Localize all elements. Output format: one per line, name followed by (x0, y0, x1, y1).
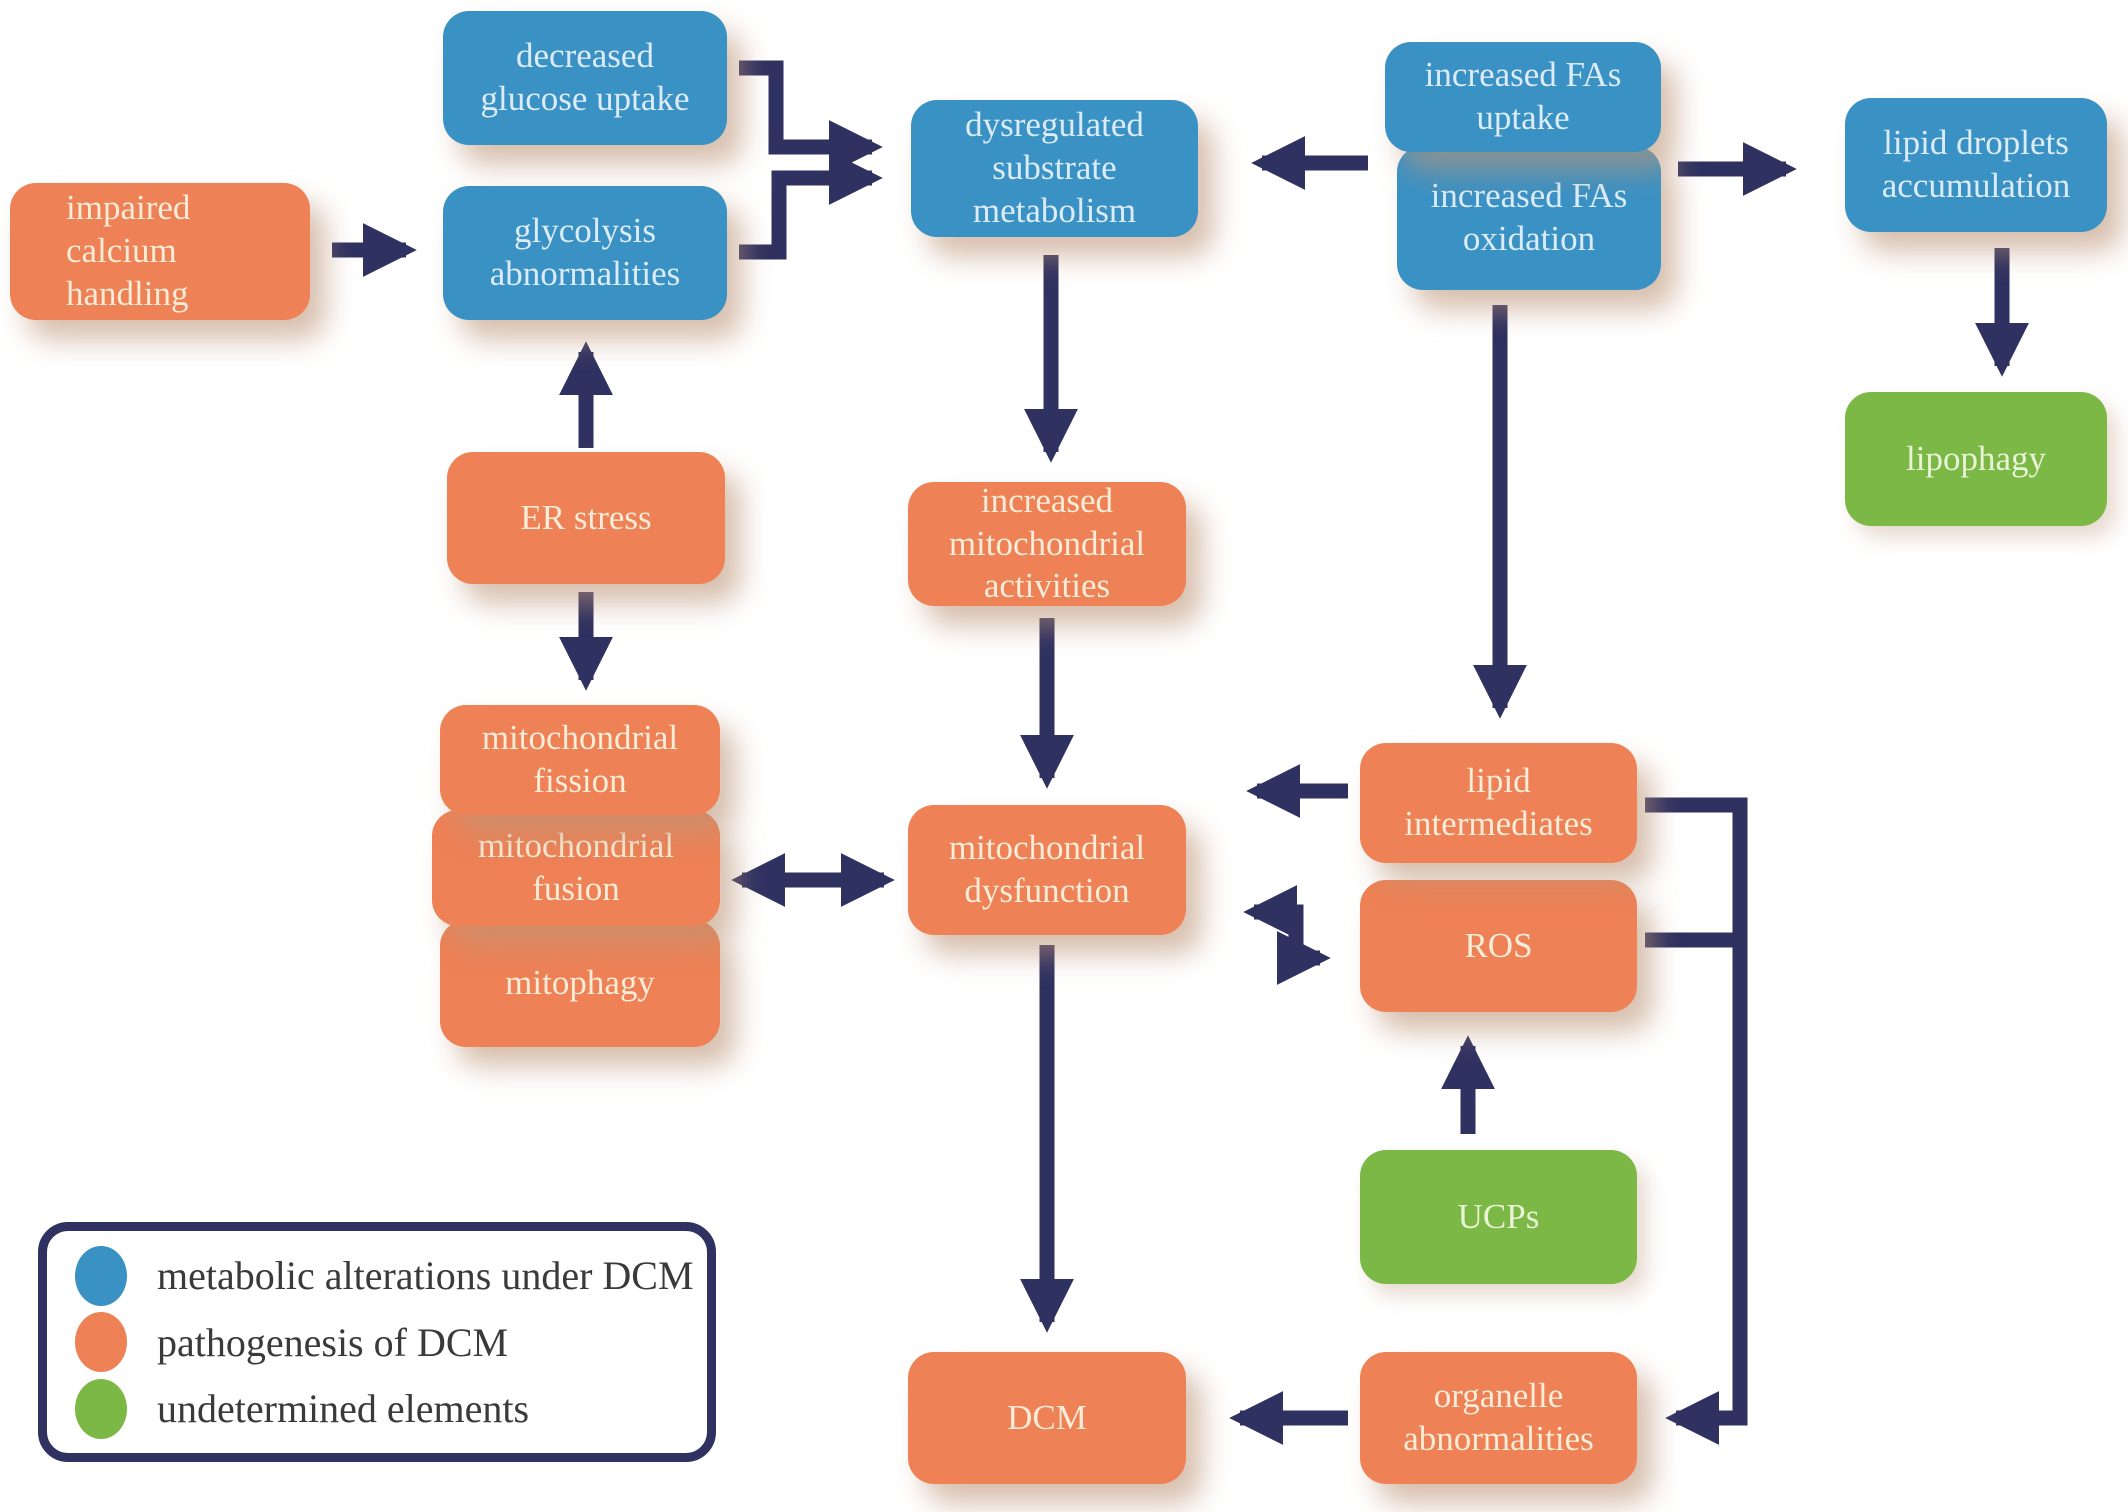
node-label: glycolysis abnormalities (489, 211, 681, 293)
legend-row-pathogenesis: pathogenesis of DCM (47, 1312, 707, 1372)
node-label: lipid intermediates (1404, 761, 1593, 843)
node-increased-fas-uptake: increased FAs uptake (1385, 42, 1661, 152)
node-label: ROS (1464, 925, 1533, 965)
node-label: impaired calcium handling (66, 188, 191, 313)
legend: metabolic alterations under DCM pathogen… (38, 1222, 716, 1462)
legend-row-undetermined: undetermined elements (47, 1378, 707, 1439)
legend-dot-pathogenesis-icon (75, 1312, 127, 1372)
node-label: decreased glucose uptake (480, 36, 690, 118)
node-ucps: UCPs (1360, 1150, 1637, 1284)
legend-label: undetermined elements (157, 1386, 530, 1431)
node-label: ER stress (520, 497, 652, 537)
legend-dot-metabolic-icon (75, 1245, 127, 1306)
arrow-dysfunction-ros-zigzag-bidirectional (1243, 885, 1331, 985)
node-label: dysregulated substrate metabolism (965, 105, 1144, 230)
node-lipid-intermediates: lipid intermediates (1360, 743, 1637, 863)
node-increased-fas-oxidation: increased FAs oxidation (1397, 146, 1661, 290)
node-label: mitophagy (505, 963, 655, 1003)
legend-dot-undetermined-icon (75, 1378, 127, 1439)
node-glycolysis-abnormalities: glycolysis abnormalities (443, 186, 727, 320)
node-dysregulated-substrate-metabolism: dysregulated substrate metabolism (911, 100, 1198, 237)
node-label: UCPs (1457, 1196, 1540, 1236)
node-label: mitochondrial dysfunction (948, 828, 1146, 910)
node-mitochondrial-fission: mitochondrial fission (440, 705, 720, 815)
node-label: increased FAs oxidation (1430, 176, 1628, 258)
legend-label: pathogenesis of DCM (157, 1319, 509, 1365)
legend-label: metabolic alterations under DCM (157, 1253, 694, 1298)
node-decreased-glucose-uptake: decreased glucose uptake (443, 11, 727, 145)
node-label: mitochondrial fission (481, 718, 679, 800)
node-mitophagy: mitophagy (440, 920, 720, 1047)
node-label: increased FAs uptake (1424, 55, 1622, 137)
node-dcm: DCM (908, 1352, 1186, 1484)
node-impaired-calcium-handling: impaired calcium handling (10, 183, 310, 320)
node-label: mitochondrial fusion (477, 826, 675, 908)
node-mitochondrial-fusion: mitochondrial fusion (432, 810, 720, 926)
node-label: organelle abnormalities (1403, 1376, 1594, 1458)
node-label: lipid droplets accumulation (1881, 123, 2071, 205)
arrow-glycolysis-to-dysregulated (739, 151, 883, 260)
node-lipid-droplets-accumulation: lipid droplets accumulation (1845, 98, 2107, 232)
node-label: increased mitochondrial activities (948, 480, 1146, 606)
arrow-intermediates-ros-to-organelle (1645, 797, 1748, 1445)
node-label: lipophagy (1906, 438, 2046, 478)
node-mitochondrial-dysfunction: mitochondrial dysfunction (908, 805, 1186, 935)
legend-row-metabolic: metabolic alterations under DCM (47, 1245, 707, 1306)
node-increased-mitochondrial-activities: increased mitochondrial activities (908, 480, 1186, 606)
node-er-stress: ER stress (447, 452, 725, 584)
node-label: DCM (1007, 1397, 1087, 1437)
node-lipophagy: lipophagy (1845, 392, 2107, 526)
node-organelle-abnormalities: organelle abnormalities (1360, 1352, 1637, 1484)
arrow-glucose-to-dysregulated (739, 60, 883, 174)
node-ros: ROS (1360, 880, 1637, 1012)
